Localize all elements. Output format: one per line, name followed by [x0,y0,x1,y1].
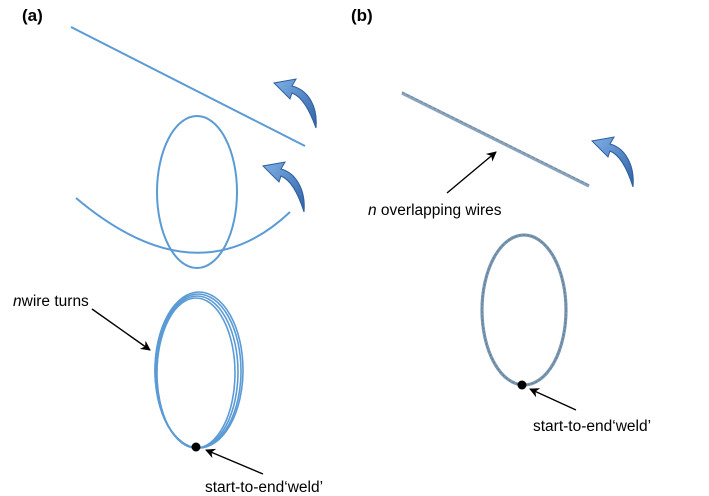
turns-text: wire turns [21,293,89,310]
panel-a-label: (a) [22,6,43,25]
n-symbol-b: n [368,202,377,219]
n-symbol: n [13,293,22,310]
straight-wire-a [70,26,306,147]
weld-pointer-a [205,448,264,475]
curl-arrow-icon [272,78,317,129]
overlapping-wires-b [401,91,590,188]
overlap-pointer [446,151,497,194]
weld-dot-a [191,442,201,452]
turns-pointer [91,308,151,351]
curl-arrow-icon [261,161,305,213]
wire-loop-a [156,115,238,269]
weld-label-a: start-to-end‘weld’ [205,479,323,496]
multi-turn-coil [154,291,244,449]
weld-dot-b [517,380,527,390]
overlapping-text: overlapping wires [377,202,502,219]
n-overlapping-label: n overlapping wires [368,202,502,219]
bent-wire-a [75,197,291,254]
n-wire-turns-label: nwire turns [13,293,89,310]
panel-b-label: (b) [351,6,373,25]
curl-arrow-icon [590,136,634,188]
wire-ring-b [480,233,568,387]
weld-label-b: start-to-end‘weld’ [533,418,651,435]
weld-pointer-b [529,388,577,411]
